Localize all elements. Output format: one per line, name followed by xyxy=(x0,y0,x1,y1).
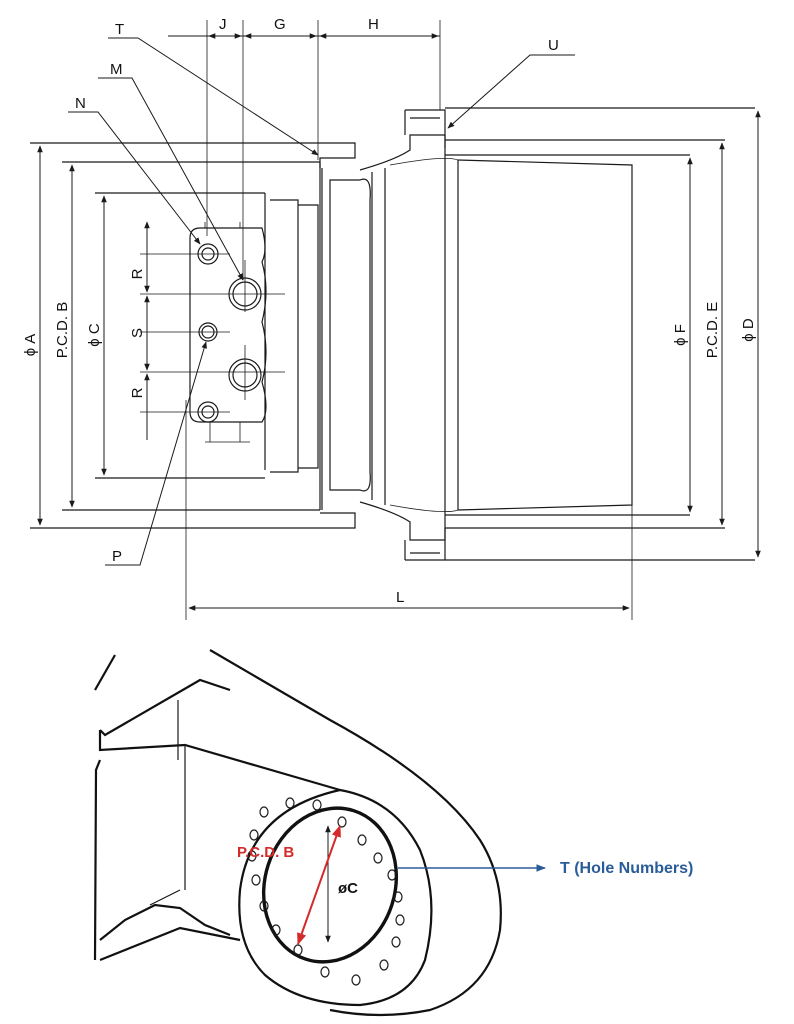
dim-label-phi-c: ϕ C xyxy=(86,323,103,347)
dim-label-phi-d: ϕ D xyxy=(740,318,757,342)
callout-u: U xyxy=(548,37,559,54)
callout-m: M xyxy=(110,61,123,78)
dim-label-pcd-b: P.C.D. B xyxy=(54,302,71,358)
dim-label-r-lower: R xyxy=(129,387,146,398)
dim-label-j: J xyxy=(219,16,227,33)
bottom-perspective-drawing: P.C.D. B øC T (Hole Numbers) xyxy=(93,649,693,1017)
dim-label-s: S xyxy=(129,328,146,338)
top-section-drawing: J G H T U M N P L ϕ A P.C.D. B ϕ C R S R… xyxy=(22,16,761,620)
pcd-b-label: P.C.D. B xyxy=(237,844,294,861)
callout-n: N xyxy=(75,95,86,112)
diameter-c-label: øC xyxy=(338,880,358,897)
callout-t: T xyxy=(115,21,124,38)
dim-label-phi-a: ϕ A xyxy=(22,334,39,357)
hole-numbers-callout: T (Hole Numbers) xyxy=(560,860,693,877)
bolt-holes xyxy=(247,797,405,986)
dim-label-phi-f: ϕ F xyxy=(672,324,689,346)
dim-label-l: L xyxy=(396,589,404,606)
dim-label-pcd-e: P.C.D. E xyxy=(704,302,721,358)
callout-p: P xyxy=(112,548,122,565)
dim-label-r-upper: R xyxy=(129,268,146,279)
dim-label-h: H xyxy=(368,16,379,33)
dim-label-g: G xyxy=(274,16,286,33)
